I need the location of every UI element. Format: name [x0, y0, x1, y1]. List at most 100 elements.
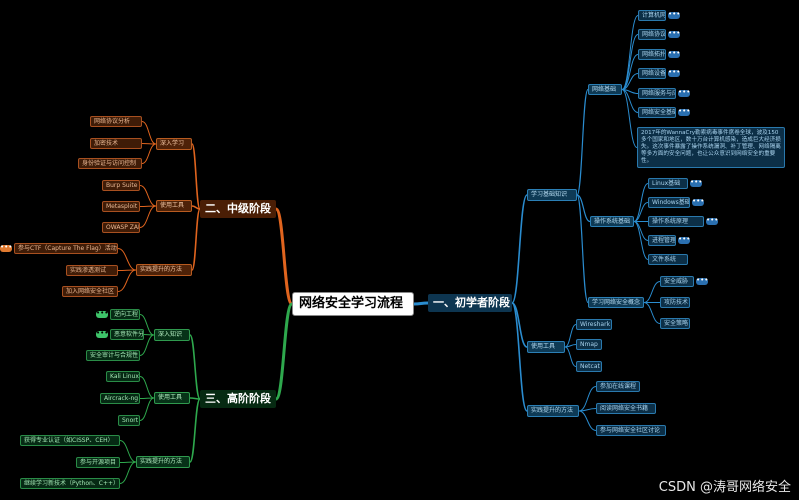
more-icon[interactable]: •••: [96, 329, 109, 338]
connector-line: [139, 376, 155, 399]
leaf-security-threats[interactable]: 安全威胁: [660, 276, 694, 287]
root-node[interactable]: 网络安全学习流程: [292, 292, 414, 316]
leaf-aircrack-ng[interactable]: Aircrack-ng: [100, 393, 140, 404]
leaf-open-source[interactable]: 参与开源项目: [76, 457, 120, 468]
leaf-network-topology[interactable]: 网络拓扑: [638, 49, 666, 60]
connector-line: [643, 281, 661, 303]
leaf-security-books[interactable]: 阅读网络安全书籍: [596, 403, 656, 414]
connector-line: [139, 185, 157, 207]
connector-line: [578, 386, 597, 412]
more-icon[interactable]: •••: [0, 243, 13, 252]
more-icon[interactable]: •••: [696, 276, 709, 285]
note-wannacry: 2017年的WannaCry勒索病毒事件席卷全球，波及150多个国家和地区，数十…: [637, 127, 785, 168]
sub-security-concepts[interactable]: 学习网络安全概念: [588, 297, 644, 308]
leaf-netcat[interactable]: Netcat: [576, 361, 602, 372]
more-icon[interactable]: •••: [690, 178, 703, 187]
more-icon[interactable]: •••: [668, 49, 681, 58]
leaf-protocol-analysis[interactable]: 网络协议分析: [90, 116, 142, 127]
sub-basic-knowledge[interactable]: 学习基础知识: [527, 189, 577, 201]
leaf-certification[interactable]: 获得专业认证（如CISSP、CEH）: [20, 435, 120, 446]
sub-tools-advanced[interactable]: 使用工具: [154, 392, 190, 404]
leaf-wireshark[interactable]: Wireshark: [576, 319, 612, 330]
more-icon[interactable]: •••: [668, 29, 681, 38]
sub-practice-intermediate[interactable]: 实践提升的方法: [136, 264, 192, 276]
connector-line: [141, 143, 157, 145]
connector-line: [119, 461, 137, 484]
connector-line: [621, 89, 638, 148]
leaf-pentest-practice[interactable]: 实践渗透测试: [66, 265, 118, 276]
beginner-stage-node[interactable]: 一、初学者阶段: [428, 294, 512, 312]
connector-line: [578, 410, 597, 431]
connector-line: [191, 208, 201, 271]
sub-tools-beginner[interactable]: 使用工具: [527, 341, 565, 353]
leaf-reverse-engineering[interactable]: 逆向工程: [110, 309, 140, 320]
connector-line: [117, 248, 137, 271]
more-icon[interactable]: •••: [678, 88, 691, 97]
leaf-process-management[interactable]: 进程管理: [648, 235, 676, 246]
leaf-network-protocol[interactable]: 网络协议: [638, 29, 666, 40]
leaf-security-policy[interactable]: 安全策略: [660, 318, 690, 329]
leaf-kali-linux[interactable]: Kali Linux: [106, 371, 140, 382]
leaf-network-security-basics[interactable]: 网络安全基础: [638, 107, 676, 118]
intermediate-stage-node[interactable]: 二、中级阶段: [200, 200, 276, 218]
sub-practice-advanced[interactable]: 实践提升的方法: [136, 456, 190, 468]
leaf-malware-analysis[interactable]: 恶意软件分析: [110, 329, 144, 340]
connector-line: [189, 334, 201, 400]
leaf-network-device[interactable]: 网络设备: [638, 68, 666, 79]
sub-deep-learning[interactable]: 深入学习: [156, 138, 192, 150]
leaf-metasploit[interactable]: Metasploit: [102, 201, 140, 212]
leaf-snort[interactable]: Snort: [118, 415, 140, 426]
leaf-nmap[interactable]: Nmap: [576, 339, 602, 350]
leaf-join-community[interactable]: 加入网络安全社区: [62, 286, 118, 297]
more-icon[interactable]: •••: [678, 107, 691, 116]
more-icon[interactable]: •••: [678, 235, 691, 244]
sub-practice-beginner[interactable]: 实践提升的方法: [527, 405, 579, 417]
more-icon[interactable]: •••: [96, 309, 109, 318]
leaf-computer-network[interactable]: 计算机网络: [638, 10, 666, 21]
leaf-online-courses[interactable]: 参加在线课程: [596, 381, 640, 392]
watermark-text: CSDN @涛哥网络安全: [658, 480, 791, 495]
connector-line: [139, 205, 157, 228]
leaf-burp-suite[interactable]: Burp Suite: [102, 180, 140, 191]
connector-line: [511, 194, 528, 304]
leaf-os-principles[interactable]: 操作系统原理: [648, 216, 704, 227]
leaf-security-community[interactable]: 参与网络安全社区讨论: [596, 425, 666, 436]
leaf-linux-basics[interactable]: Linux基础: [648, 178, 688, 189]
leaf-owasp-zap[interactable]: OWASP ZAP: [102, 222, 140, 233]
connector-line: [139, 397, 155, 421]
sub-network-basics[interactable]: 网络基础: [588, 84, 622, 95]
connector-line: [576, 194, 591, 223]
leaf-attack-defense[interactable]: 攻防技术: [660, 297, 690, 308]
connector-line: [621, 15, 639, 90]
leaf-encryption[interactable]: 加密技术: [90, 138, 142, 149]
connector-line: [141, 143, 157, 164]
more-icon[interactable]: •••: [668, 68, 681, 77]
connector-line: [633, 221, 649, 241]
connector-line: [621, 73, 639, 90]
leaf-new-tech[interactable]: 继续学习新技术（Python、C++）: [20, 478, 120, 489]
more-icon[interactable]: •••: [706, 216, 719, 225]
connector-line: [576, 88, 589, 196]
leaf-network-services[interactable]: 网络服务与应用: [638, 88, 676, 99]
leaf-ctf[interactable]: 参与CTF（Capture The Flag）活动: [14, 243, 118, 254]
leaf-auth-access[interactable]: 身份验证与访问控制: [78, 158, 142, 169]
leaf-audit-compliance[interactable]: 安全审计与合规性: [86, 350, 140, 361]
connector-line: [119, 440, 137, 463]
connector-line: [621, 54, 639, 90]
sub-tools-intermediate[interactable]: 使用工具: [156, 200, 192, 212]
more-icon[interactable]: •••: [668, 10, 681, 19]
connector-line: [139, 314, 155, 336]
connector-line: [274, 302, 294, 401]
connector-line: [633, 221, 649, 260]
more-icon[interactable]: •••: [692, 197, 705, 206]
connector-line: [189, 398, 201, 463]
leaf-file-system[interactable]: 文件系统: [648, 254, 688, 265]
connector-line: [564, 324, 577, 348]
connector-line: [117, 269, 137, 292]
sub-os-basics[interactable]: 操作系统基础: [590, 216, 634, 227]
connector-line: [413, 301, 429, 306]
advanced-stage-node[interactable]: 三、高阶阶段: [200, 390, 276, 408]
leaf-windows-basics[interactable]: Windows基础: [648, 197, 690, 208]
sub-deep-knowledge[interactable]: 深入知识: [154, 329, 190, 341]
connector-line: [191, 143, 201, 210]
